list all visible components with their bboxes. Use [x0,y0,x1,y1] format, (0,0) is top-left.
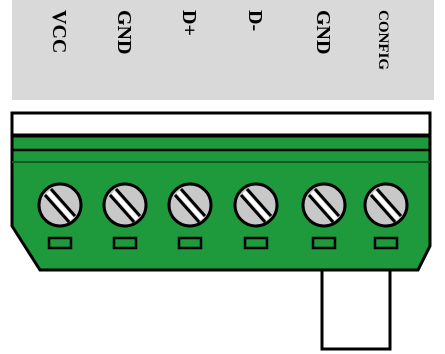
terminal-block-body [10,134,432,272]
pin-labels: VCC GND D+ D- GND CONFIG [48,10,391,70]
led-indicator [311,236,337,250]
screw-terminals [37,182,409,250]
screw-icon [233,182,279,228]
screw-icon [301,182,347,228]
white-strip [10,111,432,137]
pin-label-3: D+ [178,10,200,36]
led-indicator [373,236,399,250]
pin-label-6: CONFIG [375,10,391,70]
screw-icon [37,182,83,228]
pin-label-2: GND [113,10,135,54]
pin-label-1: VCC [48,10,70,53]
led-indicator [177,236,203,250]
screw-icon [102,182,148,228]
screw-icon [363,182,409,228]
led-indicator [243,236,269,250]
label-panel [12,0,434,100]
led-indicator [47,236,73,250]
pin-label-5: GND [312,10,334,54]
screw-icon [167,182,213,228]
pin-label-4: D- [244,10,266,31]
led-indicator [112,236,138,250]
connector-tab [320,268,392,351]
